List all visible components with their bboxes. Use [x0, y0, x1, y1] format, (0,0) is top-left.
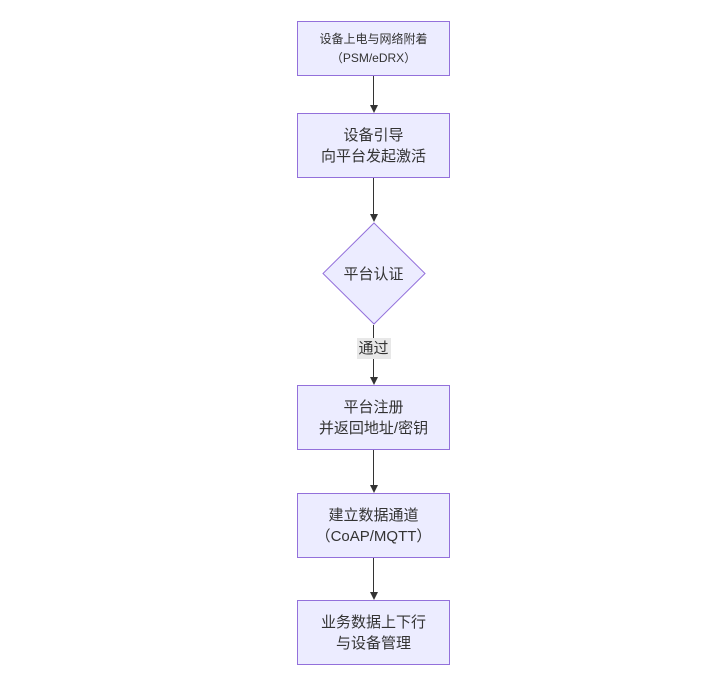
node-text-line: 设备上电与网络附着 — [319, 31, 428, 46]
node-text-line: 建立数据通道 — [328, 506, 419, 524]
edge-e-f — [297, 558, 450, 600]
node-text-line: （CoAP/MQTT） — [315, 527, 432, 545]
node-device-bootstrap-activate: 设备引导 向平台发起激活 — [297, 113, 450, 178]
arrowhead-down-icon — [369, 592, 378, 600]
diamond-shape — [321, 222, 426, 325]
edge-label-pass: 通过 — [356, 338, 391, 359]
node-text-line: （PSM/eDRX） — [330, 50, 417, 65]
decision-label: 平台认证 — [343, 266, 404, 283]
node-business-data-device-mgmt: 业务数据上下行 与设备管理 — [297, 600, 450, 665]
edge-c-d: 通过 — [297, 325, 450, 385]
node-text-line: 设备引导 — [343, 126, 404, 144]
node-device-power-network-attach: 设备上电与网络附着 （PSM/eDRX） — [297, 21, 450, 76]
edge-b-c — [297, 178, 450, 222]
node-text-line: 向平台发起激活 — [320, 147, 426, 165]
node-platform-register: 平台注册 并返回地址/密钥 — [297, 385, 450, 450]
node-data-channel: 建立数据通道 （CoAP/MQTT） — [297, 493, 450, 558]
node-text-line: 与设备管理 — [335, 634, 411, 652]
arrowhead-down-icon — [369, 214, 378, 222]
edge-line — [373, 76, 374, 105]
arrowhead-down-icon — [369, 377, 378, 385]
flowchart-column: 设备上电与网络附着 （PSM/eDRX） 设备引导 向平台发起激活 平台认证 — [297, 21, 450, 665]
decision-platform-auth: 平台认证 — [321, 222, 426, 325]
arrowhead-down-icon — [369, 105, 378, 113]
arrowhead-down-icon — [369, 485, 378, 493]
node-text-line: 平台注册 — [343, 398, 404, 416]
edge-line — [373, 450, 374, 485]
edge-line — [373, 178, 374, 214]
edge-line — [373, 558, 374, 592]
node-text-line: 并返回地址/密钥 — [318, 419, 429, 437]
edge-d-e — [297, 450, 450, 493]
edge-a-b — [297, 76, 450, 113]
node-text-line: 业务数据上下行 — [320, 613, 426, 631]
